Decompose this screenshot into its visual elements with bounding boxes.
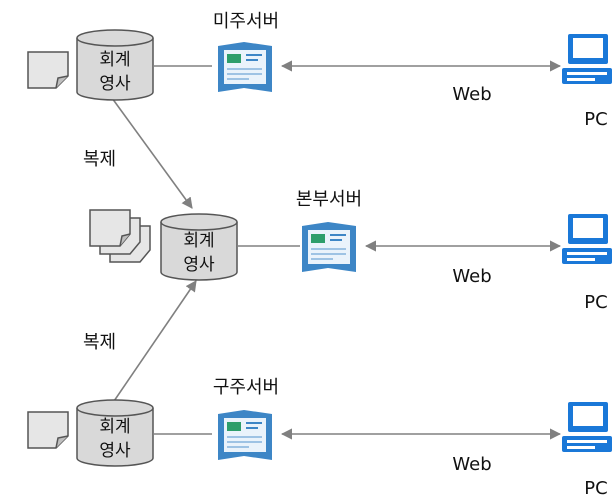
web-label: Web — [452, 84, 491, 105]
server-icon — [218, 410, 272, 460]
server-label: 구주서버 — [213, 377, 279, 398]
web-label: Web — [452, 266, 491, 287]
server-icon — [302, 222, 356, 272]
db-label-line2: 영사 — [99, 441, 131, 461]
db-label-line2: 영사 — [99, 74, 131, 94]
db-label-line1: 회계 — [183, 231, 214, 251]
pc-icon — [562, 214, 612, 264]
server-label: 미주서버 — [213, 11, 279, 32]
replication-label-top: 복제 — [83, 149, 116, 170]
database-icon: 회계 영사 — [76, 399, 154, 467]
pc-icon — [562, 34, 612, 84]
document-icon — [27, 51, 69, 89]
database-icon: 회계 영사 — [76, 29, 154, 101]
server-label: 본부서버 — [296, 189, 362, 210]
region-headquarters: 회계 영사 본부서버 Web PC — [89, 189, 612, 313]
replication-label-bottom: 복제 — [83, 332, 116, 353]
pc-label: PC — [584, 292, 607, 313]
db-label-line1: 회계 — [99, 50, 130, 70]
document-icon — [27, 411, 69, 449]
documents-stack-icon — [89, 209, 151, 263]
region-americas: 회계 영사 미주서버 Web PC — [27, 11, 612, 130]
web-label: Web — [452, 454, 491, 475]
database-icon: 회계 영사 — [160, 213, 238, 281]
db-label-line1: 회계 — [99, 417, 130, 437]
replication-arrow-top — [111, 97, 193, 209]
replication-arrow-bottom — [111, 280, 197, 405]
region-europe: 회계 영사 구주서버 Web PC — [27, 377, 612, 499]
pc-label: PC — [584, 109, 607, 130]
db-label-line2: 영사 — [183, 255, 215, 275]
pc-icon — [562, 402, 612, 452]
server-icon — [218, 42, 272, 92]
pc-label: PC — [584, 478, 607, 499]
